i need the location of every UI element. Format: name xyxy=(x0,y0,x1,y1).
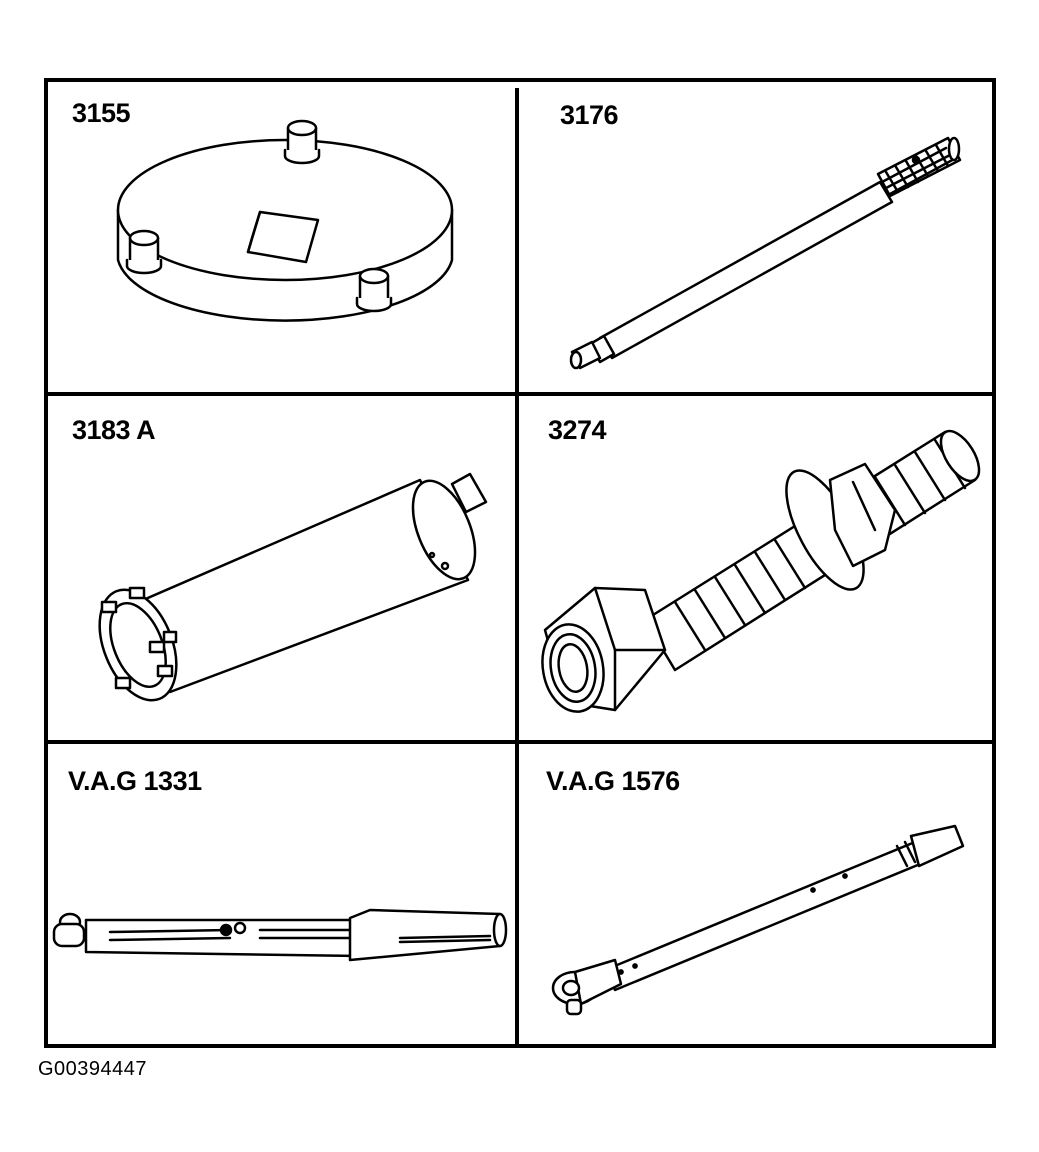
torque-wrench-vag1576-illustration xyxy=(551,824,965,1016)
tool-grid-frame xyxy=(44,78,996,1048)
tool-label-3274: 3274 xyxy=(548,415,607,445)
rod-tool-3176-illustration xyxy=(569,136,962,370)
tool-label-vag1331: V.A.G 1331 xyxy=(68,766,202,796)
grid-divider-row-2 xyxy=(44,740,992,744)
grid-divider-vertical xyxy=(515,88,519,1046)
spindle-tool-3274-illustration xyxy=(541,429,981,713)
figure-id: G00394447 xyxy=(38,1058,148,1080)
tool-label-vag1576: V.A.G 1576 xyxy=(546,766,680,796)
torque-wrench-vag1331-illustration xyxy=(52,908,508,962)
tool-label-3155: 3155 xyxy=(72,98,131,128)
disc-tool-3155-illustration xyxy=(116,119,454,322)
tool-label-3176: 3176 xyxy=(560,100,619,130)
socket-tool-3183a-illustration xyxy=(98,472,488,702)
tool-label-3183a: 3183 A xyxy=(72,415,156,445)
grid-divider-row-1 xyxy=(44,392,992,396)
